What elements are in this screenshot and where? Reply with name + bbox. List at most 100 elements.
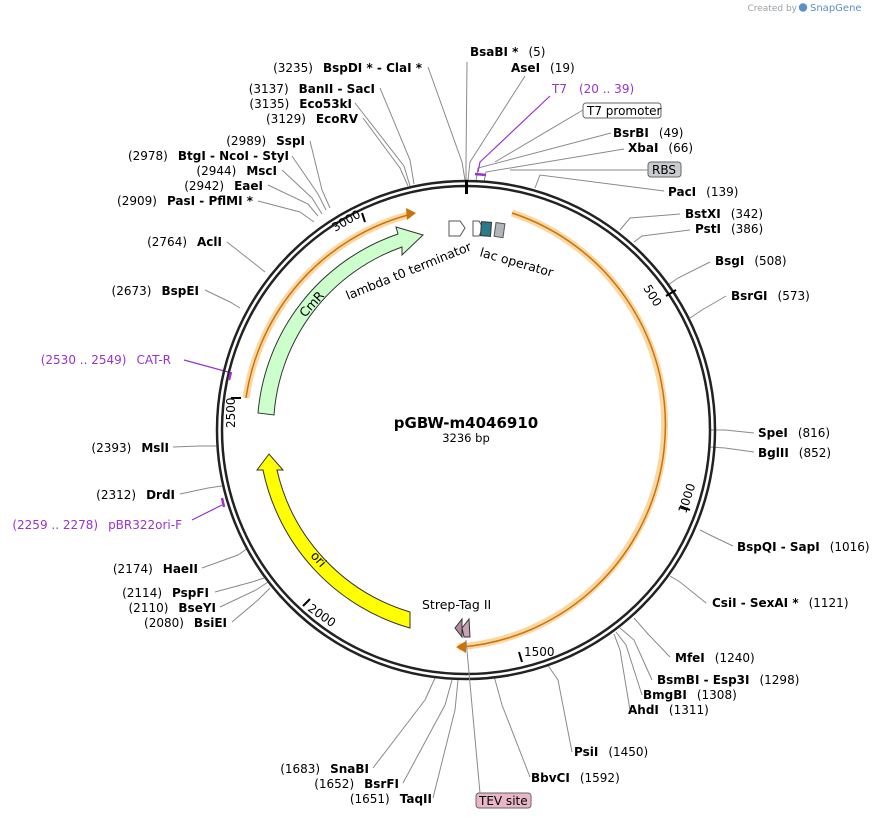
primer-pbr322ori-f[interactable]: (2259 .. 2278)pBR322ori-F [12, 518, 182, 532]
leader-msci [281, 169, 323, 215]
site-bsrfi[interactable]: (1652)BsrFI [314, 777, 399, 791]
leader-bsiei [231, 587, 271, 623]
orf-right-arc [461, 212, 667, 648]
leader-bsrbi [475, 132, 612, 182]
site-mfei[interactable]: MfeI(1240) [675, 651, 755, 665]
leader-bsrfi [402, 679, 453, 784]
leader-haeii [201, 547, 249, 569]
site-bsgi[interactable]: BsgI(508) [715, 254, 787, 268]
leader-pasi [257, 200, 315, 223]
site-eco53ki[interactable]: (3135)Eco53kI [249, 97, 352, 111]
site-spei[interactable]: SpeI(816) [758, 426, 830, 440]
tev-site-label: TEV site [478, 794, 528, 808]
tev-site-box [475, 792, 532, 809]
leader-cat-r [183, 359, 229, 373]
site-bspqi-sapi[interactable]: BspQI - SapI(1016) [737, 540, 870, 554]
origin-marker [465, 180, 468, 194]
site-eaei[interactable]: (2942)EaeI [184, 179, 263, 193]
plasmid-length: 3236 bp [442, 431, 490, 445]
leader-psti [633, 229, 691, 243]
site-snabi[interactable]: (1683)SnaBI [280, 762, 369, 776]
snapgene-logo-icon [798, 3, 808, 12]
leader-pbr322ori-f [191, 504, 223, 521]
site-acli[interactable]: (2764)AclI [147, 235, 222, 249]
pbr322ori-f-primer-mark [220, 497, 226, 508]
site-ahdi[interactable]: AhdI(1311) [628, 703, 709, 717]
primer-cat-r[interactable]: (2530 .. 2549)CAT-R [41, 353, 171, 367]
site-msci[interactable]: (2944)MscI [196, 164, 277, 178]
site-btgi-ncoi-styi[interactable]: (2978)BtgI - NcoI - StyI [128, 149, 289, 163]
leader-ecorv [362, 117, 409, 187]
leader-xbai [483, 148, 625, 183]
orf-right-arrowhead [456, 641, 466, 653]
site-pasi-pflmi[interactable]: (2909)PasI - PflMI * [117, 194, 254, 208]
site-bstxi[interactable]: BstXI(342) [685, 207, 763, 221]
leader-bmgbi [615, 631, 643, 696]
tick-marks [231, 212, 691, 663]
leader-bsgi [667, 261, 711, 286]
site-pspfi[interactable]: (2114)PspFI [122, 586, 209, 600]
leader-eco53ki [354, 102, 411, 187]
leader-snabi [372, 677, 436, 769]
leader-drdi [179, 485, 223, 495]
lambda-terminator-arrow[interactable] [448, 220, 466, 237]
cmr-feature[interactable] [257, 226, 424, 416]
site-psii[interactable]: PsiI(1450) [574, 745, 648, 759]
site-bsrgi[interactable]: BsrGI(573) [731, 289, 810, 303]
site-bsrbi[interactable]: BsrBI(49) [613, 126, 683, 140]
site-bspei[interactable]: (2673)BspEI [112, 284, 199, 298]
leader-bsabi [465, 61, 468, 180]
site-haeii[interactable]: (2174)HaeII [113, 562, 198, 576]
site-taqii[interactable]: (1651)TaqII [350, 792, 432, 806]
leader-t7-promoter [494, 109, 584, 163]
site-paci[interactable]: PacI(139) [668, 185, 738, 199]
site-msli[interactable]: (2393)MslI [91, 441, 169, 455]
t7-primer-mark [474, 172, 487, 177]
leader-btgi [291, 155, 327, 211]
tick-label-500: 500 [640, 282, 664, 309]
tick-label-2500: 2500 [224, 397, 238, 428]
site-bseyi[interactable]: (2110)BseYI [129, 601, 217, 615]
leader-sspi [309, 140, 331, 209]
leader-bseyi [219, 581, 269, 608]
site-sspi[interactable]: (2989)SspI [226, 134, 305, 148]
site-bglii[interactable]: BglII(852) [758, 446, 831, 460]
tick-1500 [518, 651, 523, 663]
tick-500 [665, 289, 677, 297]
rbs-feature[interactable] [493, 221, 506, 239]
leader-ahdi [613, 633, 631, 711]
tev-site-arrow[interactable] [461, 617, 471, 638]
site-bsmbi-esp3i[interactable]: BsmBI - Esp3I(1298) [657, 673, 799, 687]
leader-bspqi [699, 529, 734, 547]
strep-tag-left-arrow[interactable] [454, 617, 463, 639]
site-psti[interactable]: PstI(386) [695, 222, 763, 236]
leader-eaei [267, 184, 319, 217]
leader-csii [669, 575, 707, 604]
credit-prefix: Created by [747, 4, 797, 14]
site-bsiei[interactable]: (2080)BsiEI [144, 616, 227, 630]
site-bspdi-clai[interactable]: (3235)BspDI * - ClaI * [273, 61, 423, 75]
strep-tag-label: Strep-Tag II [422, 597, 491, 612]
tick-2000 [302, 598, 311, 607]
leader-bbvci [493, 675, 531, 778]
leader-taqii [432, 679, 459, 799]
site-asei[interactable]: AseI(19) [511, 61, 575, 75]
tick-3000 [361, 212, 366, 223]
leader-pspfi [214, 577, 265, 593]
site-xbai[interactable]: XbaI(66) [628, 141, 693, 155]
site-bsabi[interactable]: BsaBI *(5) [470, 45, 545, 59]
leader-banii [379, 87, 415, 185]
t7-promoter-label: T7 promoter [586, 104, 662, 118]
site-ecorv[interactable]: (3129)EcoRV [266, 112, 359, 126]
site-bbvci[interactable]: BbvCI(1592) [531, 771, 620, 785]
site-drdi[interactable]: (2312)DrdI [96, 488, 175, 502]
lac-operator-feature[interactable] [479, 221, 493, 237]
primer-t7[interactable]: T7(20 .. 39) [551, 82, 634, 96]
site-bmgbi[interactable]: BmgBI(1308) [643, 688, 737, 702]
leader-asei [467, 75, 526, 181]
ori-feature[interactable] [256, 453, 411, 629]
site-csii-sexai[interactable]: CsiI - SexAI *(1121) [712, 596, 849, 610]
leader-bsmbi [619, 627, 653, 681]
site-banii-saci[interactable]: (3137)BanII - SacI [249, 82, 375, 96]
